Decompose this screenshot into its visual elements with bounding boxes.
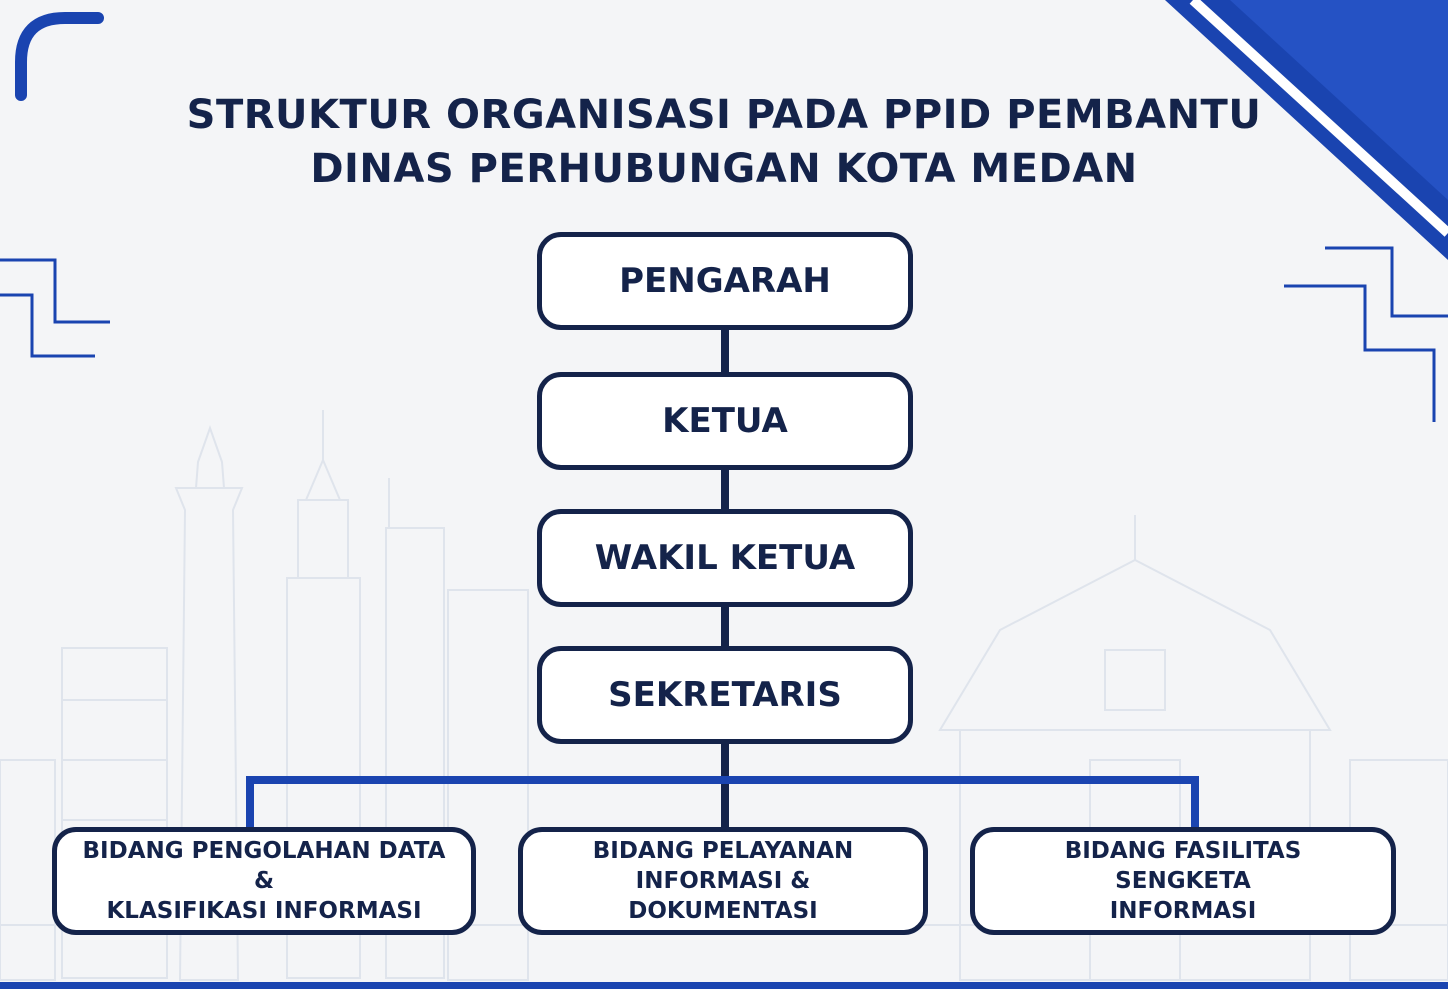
node-bidang-pelayanan-informasi: BIDANG PELAYANAN INFORMASI & DOKUMENTASI	[518, 827, 928, 935]
node-sekretaris: SEKRETARIS	[537, 646, 913, 744]
node-bidang-fasilitas-sengketa: BIDANG FASILITAS SENGKETA INFORMASI	[970, 827, 1396, 935]
title-line-1: STRUKTUR ORGANISASI PADA PPID PEMBANTU	[186, 92, 1262, 138]
node-bidang-3-line-1: BIDANG FASILITAS SENGKETA	[1064, 838, 1302, 894]
node-pengarah: PENGARAH	[537, 232, 913, 330]
connector-ketua-wakil	[721, 465, 729, 511]
connector-horizontal-bar	[246, 776, 1199, 784]
connector-drop-left	[246, 776, 254, 828]
corner-diagonal-top-right	[1165, 0, 1448, 260]
node-bidang-1-line-1: BIDANG PENGOLAHAN DATA &	[82, 838, 446, 894]
connector-wakil-sekretaris	[721, 602, 729, 648]
title-line-2: DINAS PERHUBUNGAN KOTA MEDAN	[310, 146, 1138, 192]
node-bidang-2-line-2: INFORMASI & DOKUMENTASI	[628, 868, 818, 924]
node-bidang-pengolahan-data: BIDANG PENGOLAHAN DATA & KLASIFIKASI INF…	[52, 827, 476, 935]
page-title: STRUKTUR ORGANISASI PADA PPID PEMBANTU D…	[0, 88, 1448, 196]
node-ketua-label: KETUA	[662, 401, 788, 441]
node-bidang-3-line-2: INFORMASI	[1109, 898, 1257, 924]
node-wakil-ketua: WAKIL KETUA	[537, 509, 913, 607]
corner-arc-top-left	[15, 12, 104, 101]
node-sekretaris-label: SEKRETARIS	[608, 675, 842, 715]
step-lines-left	[0, 258, 110, 358]
node-bidang-2-line-1: BIDANG PELAYANAN	[592, 838, 854, 864]
connector-drop-right	[1191, 776, 1199, 828]
bottom-accent-bar	[0, 982, 1448, 989]
node-wakil-ketua-label: WAKIL KETUA	[594, 538, 856, 578]
connector-pengarah-ketua	[721, 328, 729, 374]
node-pengarah-label: PENGARAH	[619, 261, 831, 301]
node-bidang-1-line-2: KLASIFIKASI INFORMASI	[106, 898, 422, 924]
connector-sekretaris-down	[721, 739, 729, 829]
step-lines-right	[1284, 246, 1448, 422]
node-ketua: KETUA	[537, 372, 913, 470]
